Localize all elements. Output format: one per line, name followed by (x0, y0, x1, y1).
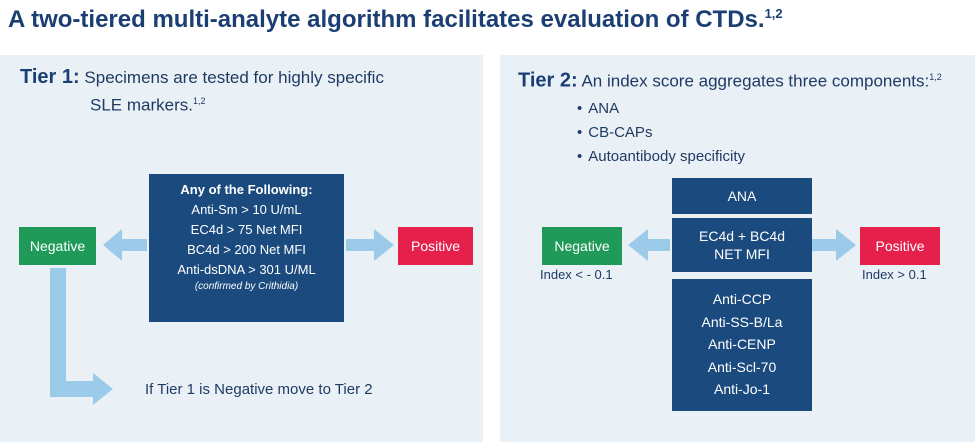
tier2-positive-arrow (812, 229, 856, 261)
tier2-ana-box: ANA (672, 178, 812, 214)
tier1-name: Tier 1: (20, 66, 80, 88)
tier2-reference: 1,2 (929, 72, 942, 82)
component-item: Autoantibody specificity (577, 145, 745, 169)
antibody-item: Anti-CENP (708, 336, 776, 352)
tier1-positive-arrow (346, 229, 394, 261)
tier1-line2: SLE markers. (90, 95, 193, 115)
tier2-line1: An index score aggregates three componen… (581, 71, 930, 91)
antibody-item: Anti-Scl-70 (707, 358, 777, 375)
tier1-heading: Tier 1: Specimens are tested for highly … (20, 66, 384, 89)
antibody-item: Anti-SS-B/La (701, 313, 783, 330)
tier1-heading-line2: SLE markers.1,2 (90, 90, 206, 117)
ec4d-line1: EC4d + BC4d (699, 228, 785, 244)
criteria-item: Anti-Sm > 10 U/mL (191, 202, 302, 217)
tier2-heading: Tier 2: An index score aggregates three … (518, 66, 942, 93)
antibody-item: Anti-Jo-1 (713, 381, 771, 397)
tier2-component-list: ANA CB-CAPs Autoantibody specificity (577, 97, 745, 169)
tier1-line1: Specimens are tested for highly specific (84, 68, 384, 87)
tier2-positive-box: Positive (860, 227, 940, 265)
tier2-negative-box: Negative (542, 227, 622, 265)
tier1-negative-box: Negative (19, 227, 96, 265)
tier1-criteria-box: Any of the Following: Anti-Sm > 10 U/mL … (149, 174, 344, 322)
criteria-note: (confirmed by Crithidia) (194, 281, 299, 292)
criteria-item: EC4d > 75 Net MFI (190, 222, 303, 237)
tier2-negative-index: Index < - 0.1 (540, 267, 613, 282)
tier1-negative-arrow (103, 229, 147, 261)
criteria-heading: Any of the Following: (180, 182, 313, 197)
antibody-item: Anti-CCP (712, 291, 772, 307)
tier1-next-tier-arrow (50, 268, 113, 405)
tier2-ec4d-box: EC4d + BC4d NET MFI (672, 218, 812, 272)
criteria-item: BC4d > 200 Net MFI (187, 242, 306, 257)
title-reference: 1,2 (764, 6, 783, 21)
component-item: ANA (577, 97, 745, 121)
tier2-name: Tier 2: (518, 69, 578, 92)
ec4d-line2: NET MFI (714, 246, 770, 262)
tier1-positive-box: Positive (398, 227, 473, 265)
tier1-next-step-text: If Tier 1 is Negative move to Tier 2 (145, 381, 373, 398)
tier2-antibody-box: Anti-CCP Anti-SS-B/La Anti-CENP Anti-Scl… (672, 279, 812, 411)
tier2-positive-index: Index > 0.1 (862, 267, 927, 282)
page-title: A two-tiered multi-analyte algorithm fac… (8, 6, 783, 34)
tier1-reference: 1,2 (192, 96, 206, 106)
component-item: CB-CAPs (577, 121, 745, 145)
title-text: A two-tiered multi-analyte algorithm fac… (8, 6, 765, 33)
criteria-item: Anti-dsDNA > 301 U/ML (177, 262, 316, 277)
tier2-negative-arrow (628, 229, 670, 261)
